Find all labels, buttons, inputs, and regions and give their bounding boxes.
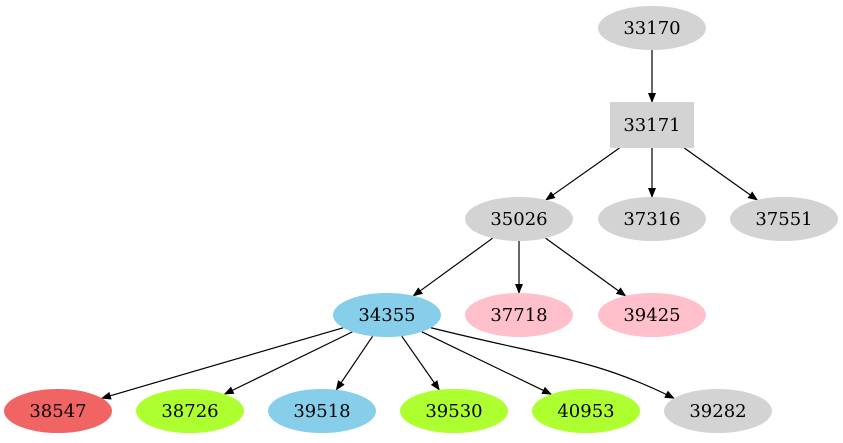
- node-39282[interactable]: 39282: [664, 389, 772, 433]
- node-label: 40953: [557, 401, 614, 422]
- node-shape: [730, 197, 838, 241]
- edge-34355-to-38726: [223, 331, 353, 395]
- edge-34355-to-39282: [430, 327, 675, 399]
- node-shape: [4, 389, 112, 433]
- node-shape: [598, 197, 706, 241]
- node-label: 37718: [490, 305, 547, 326]
- node-37718[interactable]: 37718: [465, 293, 573, 337]
- edge-35026-to-34355: [412, 237, 493, 297]
- node-33171[interactable]: 33171: [610, 102, 694, 148]
- node-shape: [598, 293, 706, 337]
- nodes-layer: 33170 33171 35026 37316 37551 34355 37718 39425…: [4, 6, 838, 433]
- node-label: 35026: [490, 209, 547, 230]
- node-label: 39425: [623, 305, 680, 326]
- node-37551[interactable]: 37551: [730, 197, 838, 241]
- edge-34355-to-39518: [335, 335, 374, 391]
- node-38726[interactable]: 38726: [136, 389, 244, 433]
- node-label: 33170: [623, 18, 680, 39]
- node-40953[interactable]: 40953: [532, 389, 640, 433]
- node-shape: [465, 197, 573, 241]
- node-34355[interactable]: 34355: [333, 293, 441, 337]
- node-33170[interactable]: 33170: [598, 6, 706, 50]
- node-38547[interactable]: 38547: [4, 389, 112, 433]
- edge-34355-to-39530: [401, 335, 440, 391]
- edge-34355-to-38547: [100, 327, 344, 400]
- node-39530[interactable]: 39530: [400, 389, 508, 433]
- node-shape: [465, 293, 573, 337]
- edge-34355-to-40953: [421, 331, 553, 395]
- node-shape: [610, 102, 694, 148]
- node-label: 39282: [689, 401, 746, 422]
- edge-33171-to-37551: [683, 147, 758, 201]
- node-shape: [400, 389, 508, 433]
- node-shape: [333, 293, 441, 337]
- node-label: 37316: [623, 209, 680, 230]
- edge-33171-to-35026: [545, 147, 620, 201]
- node-shape: [532, 389, 640, 433]
- node-label: 38726: [161, 401, 218, 422]
- node-label: 34355: [358, 305, 415, 326]
- node-shape: [664, 389, 772, 433]
- node-label: 39530: [425, 401, 482, 422]
- node-35026[interactable]: 35026: [465, 197, 573, 241]
- node-label: 33171: [623, 115, 680, 136]
- node-label: 38547: [29, 401, 86, 422]
- node-39425[interactable]: 39425: [598, 293, 706, 337]
- node-shape: [598, 6, 706, 50]
- node-shape: [268, 389, 376, 433]
- node-39518[interactable]: 39518: [268, 389, 376, 433]
- node-label: 37551: [755, 209, 812, 230]
- node-37316[interactable]: 37316: [598, 197, 706, 241]
- edge-35026-to-39425: [545, 237, 627, 297]
- edges-layer: [100, 50, 758, 400]
- node-shape: [136, 389, 244, 433]
- node-label: 39518: [293, 401, 350, 422]
